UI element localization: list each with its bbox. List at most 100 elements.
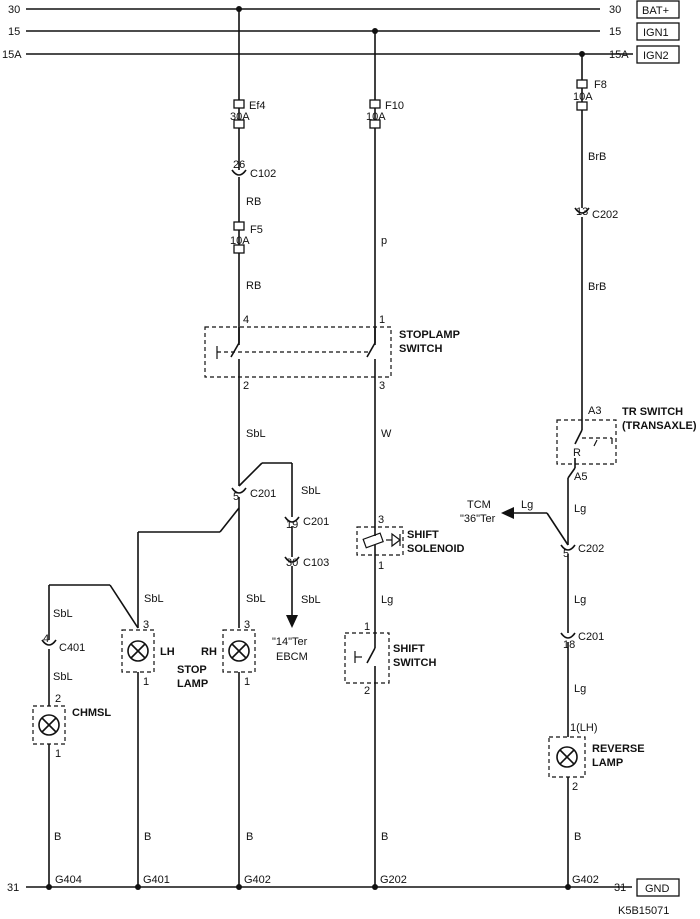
shift-switch-label: SHIFT xyxy=(393,643,425,655)
pin-label: 1(LH) xyxy=(570,722,598,734)
reverse-lamp-label: LAMP xyxy=(592,757,623,769)
junction-dot xyxy=(46,884,52,890)
ebcm-ref: "14"Ter xyxy=(272,636,308,648)
connector-c201-18: 18 C201 xyxy=(560,631,604,651)
rail-bat-left-label: 30 xyxy=(8,4,20,16)
connector-c202-pin: 13 xyxy=(576,206,588,218)
connector-c202: 13 C202 xyxy=(574,206,618,221)
stop-lamp-rh: 3 1 RH xyxy=(201,619,256,688)
connector-pin: 19 xyxy=(286,519,298,531)
wire-color-label: B xyxy=(54,831,61,843)
wire-color-label: SbL xyxy=(144,593,164,605)
pin-label: 1 xyxy=(55,748,61,760)
connector-pin: 18 xyxy=(563,639,575,651)
tr-switch-label: (TRANSAXLE) xyxy=(622,420,697,432)
pin-label: 2 xyxy=(55,693,61,705)
rail-ign2-right-label: 15A xyxy=(609,49,629,61)
rail-bat: 30 30 BAT+ xyxy=(8,0,680,19)
arrow-down-icon xyxy=(286,615,298,628)
wire-color-label: SbL xyxy=(301,594,321,606)
pin-label: 3 xyxy=(244,619,250,631)
connector-c103-pin: 30 xyxy=(286,557,298,569)
connector-c102-name: C102 xyxy=(250,168,276,180)
shift-solenoid-label: SOLENOID xyxy=(407,543,465,555)
stoplamp-switch: 4 1 2 3 STOPLAMP SWITCH xyxy=(204,314,460,392)
connector-c201-name: C201 xyxy=(250,488,276,500)
junction-dot xyxy=(236,884,242,890)
rail-ign2: 15A 15A IGN2 xyxy=(2,45,680,64)
stoplamp-switch-label: SWITCH xyxy=(399,343,442,355)
connector-c401-pin: 4 xyxy=(43,633,49,645)
stop-lamp-lh: 3 1 LH xyxy=(121,619,175,688)
rail-gnd-name: GND xyxy=(645,883,670,895)
fuse-f5: F5 10A xyxy=(230,221,263,254)
wire-color-label: SbL xyxy=(246,593,266,605)
wire-color-label: BrB xyxy=(588,151,606,163)
connector-c103: 30 C103 xyxy=(284,556,329,569)
ground-label: G401 xyxy=(143,874,170,886)
pin-label: A3 xyxy=(588,405,601,417)
pin-label: A5 xyxy=(574,471,587,483)
fuse-f5-name: F5 xyxy=(250,224,263,236)
pin-label: 1 xyxy=(364,621,370,633)
wire-color-label: RB xyxy=(246,280,261,292)
rail-bat-right-label: 30 xyxy=(609,4,621,16)
wire-color-label: Lg xyxy=(521,499,533,511)
pin-label: 2 xyxy=(364,685,370,697)
rail-ign1-left-label: 15 xyxy=(8,26,20,38)
wire-color-label: B xyxy=(144,831,151,843)
fuse-f10-rating: 10A xyxy=(366,111,386,123)
fuse-f10: F10 10A xyxy=(366,99,404,129)
ground-label: G404 xyxy=(55,874,82,886)
arrow-left-icon xyxy=(501,507,514,519)
shift-switch-label: SWITCH xyxy=(393,657,436,669)
fuse-ef4-name: Ef4 xyxy=(249,100,266,112)
wire-color-label: B xyxy=(574,831,581,843)
lamp-rh-label: RH xyxy=(201,646,217,658)
tcm-ref: TCM xyxy=(467,499,491,511)
reverse-lamp-label: REVERSE xyxy=(592,743,645,755)
wire-color-label: Lg xyxy=(574,683,586,695)
connector-pin: 5 xyxy=(563,548,569,560)
ground-label: G202 xyxy=(380,874,407,886)
connector-name: C202 xyxy=(578,543,604,555)
wire-color-label: Lg xyxy=(574,594,586,606)
stop-lamp-label: STOP xyxy=(177,664,207,676)
pin-label: 2 xyxy=(572,781,578,793)
wire-color-label: Lg xyxy=(574,503,586,515)
ground-label: G402 xyxy=(572,874,599,886)
pin-label: 1 xyxy=(379,314,385,326)
pin-label: R xyxy=(573,447,581,459)
rail-bat-name: BAT+ xyxy=(642,5,669,17)
connector-name: C201 xyxy=(578,631,604,643)
rail-ign1: 15 15 IGN1 xyxy=(8,22,680,41)
connector-name: C201 xyxy=(303,516,329,528)
connector-c202-name: C202 xyxy=(592,209,618,221)
wire-color-label: SbL xyxy=(53,671,73,683)
connector-c201: 5 C201 xyxy=(231,487,276,503)
pin-label: 3 xyxy=(378,514,384,526)
chmsl-label: CHMSL xyxy=(72,707,111,719)
diagram-code: K5B15071 xyxy=(618,905,669,917)
connector-c401: 4 C401 xyxy=(41,633,85,654)
pin-label: 3 xyxy=(143,619,149,631)
circuit-reverse: F8 10A BrB 13 C202 BrB A3 R TR SWITCH (T… xyxy=(460,54,697,887)
circuit-stoplamp-feed: Ef4 30A 26 C102 RB F5 10A RB xyxy=(230,9,276,345)
diode-icon xyxy=(391,532,401,548)
connector-c201-pin: 5 xyxy=(233,491,239,503)
fuse-ef4: Ef4 30A xyxy=(230,99,266,129)
shift-solenoid-label: SHIFT xyxy=(407,529,439,541)
wire-color-label: SbL xyxy=(246,428,266,440)
pin-label: 4 xyxy=(243,314,249,326)
junction-dot xyxy=(372,884,378,890)
tr-switch-label: TR SWITCH xyxy=(622,406,683,418)
connector-c103-name: C103 xyxy=(303,557,329,569)
rail-gnd: 31 31 GND G404 G401 G402 G202 G402 xyxy=(7,874,680,897)
circuit-shift: W 3 1 SHIFT SOLENOID Lg 1 2 SHIFT SWITCH… xyxy=(344,377,465,887)
ground-label: G402 xyxy=(244,874,271,886)
fuse-f8: F8 10A xyxy=(573,79,607,111)
pin-label: 2 xyxy=(243,380,249,392)
pin-label: 1 xyxy=(244,676,250,688)
wire-color-label: B xyxy=(246,831,253,843)
